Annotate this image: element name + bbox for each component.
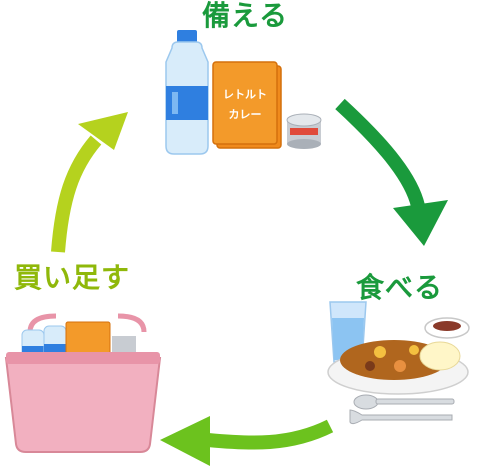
water-bottle-icon — [165, 30, 209, 155]
can-icon — [286, 113, 322, 149]
stage-label-eat: 食べる — [356, 271, 444, 304]
curry-plate-icon — [327, 340, 469, 395]
shopping-basket-icon — [4, 313, 162, 453]
retort-curry-pouch-icon: レトルト カレー — [212, 61, 282, 149]
spoon-icon — [353, 394, 455, 410]
stage-label-restock: 買い足す — [14, 261, 131, 294]
pouch-text-line2: カレー — [229, 108, 262, 121]
arrow-restock-to-prepare — [51, 112, 128, 253]
pouch-text-line1: レトルト — [223, 88, 267, 101]
arrow-eat-to-restock — [160, 416, 334, 466]
side-bowl-icon — [424, 317, 470, 339]
arrow-prepare-to-eat — [335, 98, 448, 246]
fork-icon — [349, 409, 453, 425]
stage-label-prepare: 備える — [202, 0, 289, 32]
